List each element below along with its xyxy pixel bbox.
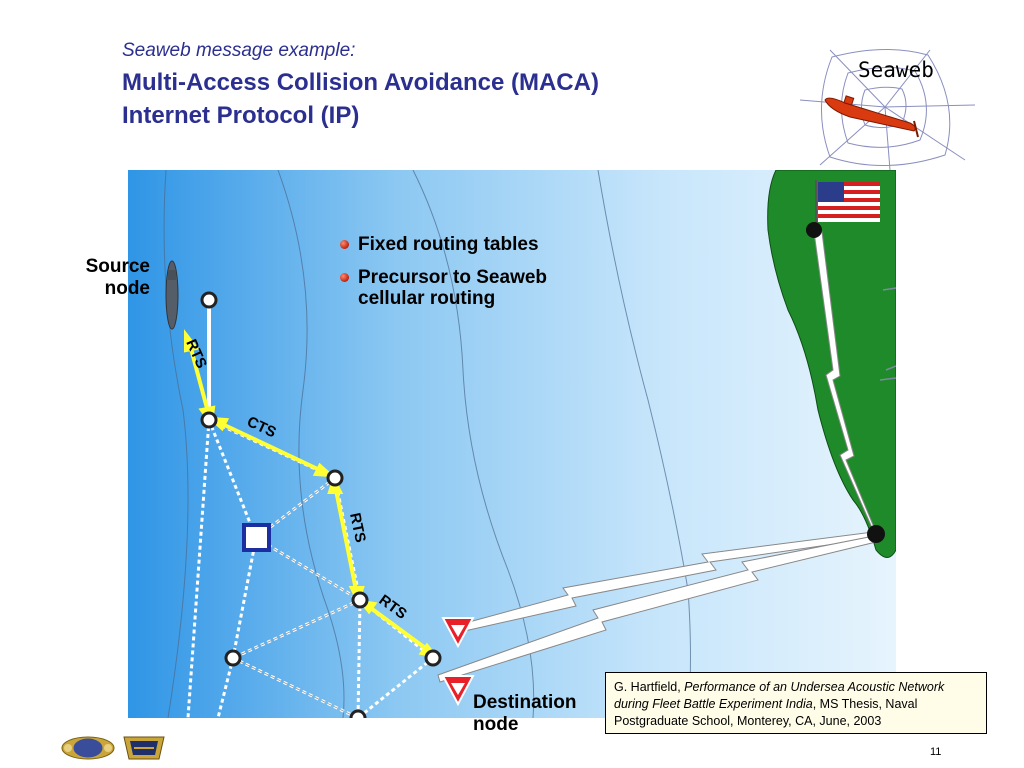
destination-label-line1: Destination <box>473 692 577 713</box>
source-label-line2: node <box>104 278 150 299</box>
destination-node-label: Destination node <box>473 692 576 736</box>
bullet-item: Fixed routing tables <box>338 234 618 255</box>
modem-node-4 <box>424 649 442 667</box>
source-node-label: Source node <box>72 256 150 300</box>
shore-node-station <box>867 525 885 543</box>
citation-author: G. Hartfield, <box>614 680 685 694</box>
label-rts-3: RTS <box>346 511 369 544</box>
spider-web-icon <box>799 49 976 171</box>
depth-contours <box>163 169 691 719</box>
ocean-background <box>128 170 896 718</box>
us-flag-icon <box>815 180 880 228</box>
bullet-list: Fixed routing tables Precursor to Seaweb… <box>338 234 618 321</box>
network-map-svg: RTS CTS RTS RTS <box>128 169 897 727</box>
source-label-line1: Source <box>85 256 150 277</box>
modem-node-2 <box>326 469 344 487</box>
modem-node-5 <box>224 649 242 667</box>
bullet-text: Fixed routing tables <box>358 234 539 255</box>
network-diagram: RTS CTS RTS RTS <box>128 169 897 727</box>
piers <box>879 287 897 381</box>
shore-node-flag <box>806 222 822 238</box>
slide-title-line1: Multi-Access Collision Avoidance (MACA) <box>122 69 599 96</box>
modem-node-source-buoy <box>200 291 218 309</box>
destination-label-line2: node <box>473 714 519 735</box>
modem-nodes <box>200 291 442 727</box>
footer-logos <box>60 733 170 763</box>
slide-title: Multi-Access Collision Avoidance (MACA) … <box>122 66 742 132</box>
bullet-dot-icon <box>340 240 349 249</box>
submarine-icon <box>824 95 919 138</box>
modem-node-6 <box>349 709 367 727</box>
repeater-square-node <box>242 523 271 552</box>
citation-box: G. Hartfield, Performance of an Undersea… <box>605 672 987 734</box>
onr-logo-icon <box>61 736 115 760</box>
slide-title-line2: Internet Protocol (IP) <box>122 102 360 129</box>
bullet-text: Precursor to Seaweb cellular routing <box>358 267 548 309</box>
bullet-dot-icon <box>340 273 349 282</box>
citation-rest: , MS Thesis, Naval Postgraduate School, … <box>614 697 918 728</box>
modem-node-1 <box>200 411 218 429</box>
seaweb-logo-text: Seaweb <box>858 58 934 82</box>
source-submarine-icon <box>165 260 179 330</box>
bullet-item: Precursor to Seaweb cellular routing <box>338 267 618 309</box>
gateway-nodes <box>441 617 475 707</box>
seaweb-logo <box>790 45 980 171</box>
modem-node-3 <box>351 591 369 609</box>
page-number: 11 <box>930 746 942 758</box>
citation-title: Performance of an Undersea Acoustic Netw… <box>614 680 945 711</box>
slide-subtitle: Seaweb message example: <box>122 40 356 61</box>
nps-logo-icon <box>123 736 165 760</box>
